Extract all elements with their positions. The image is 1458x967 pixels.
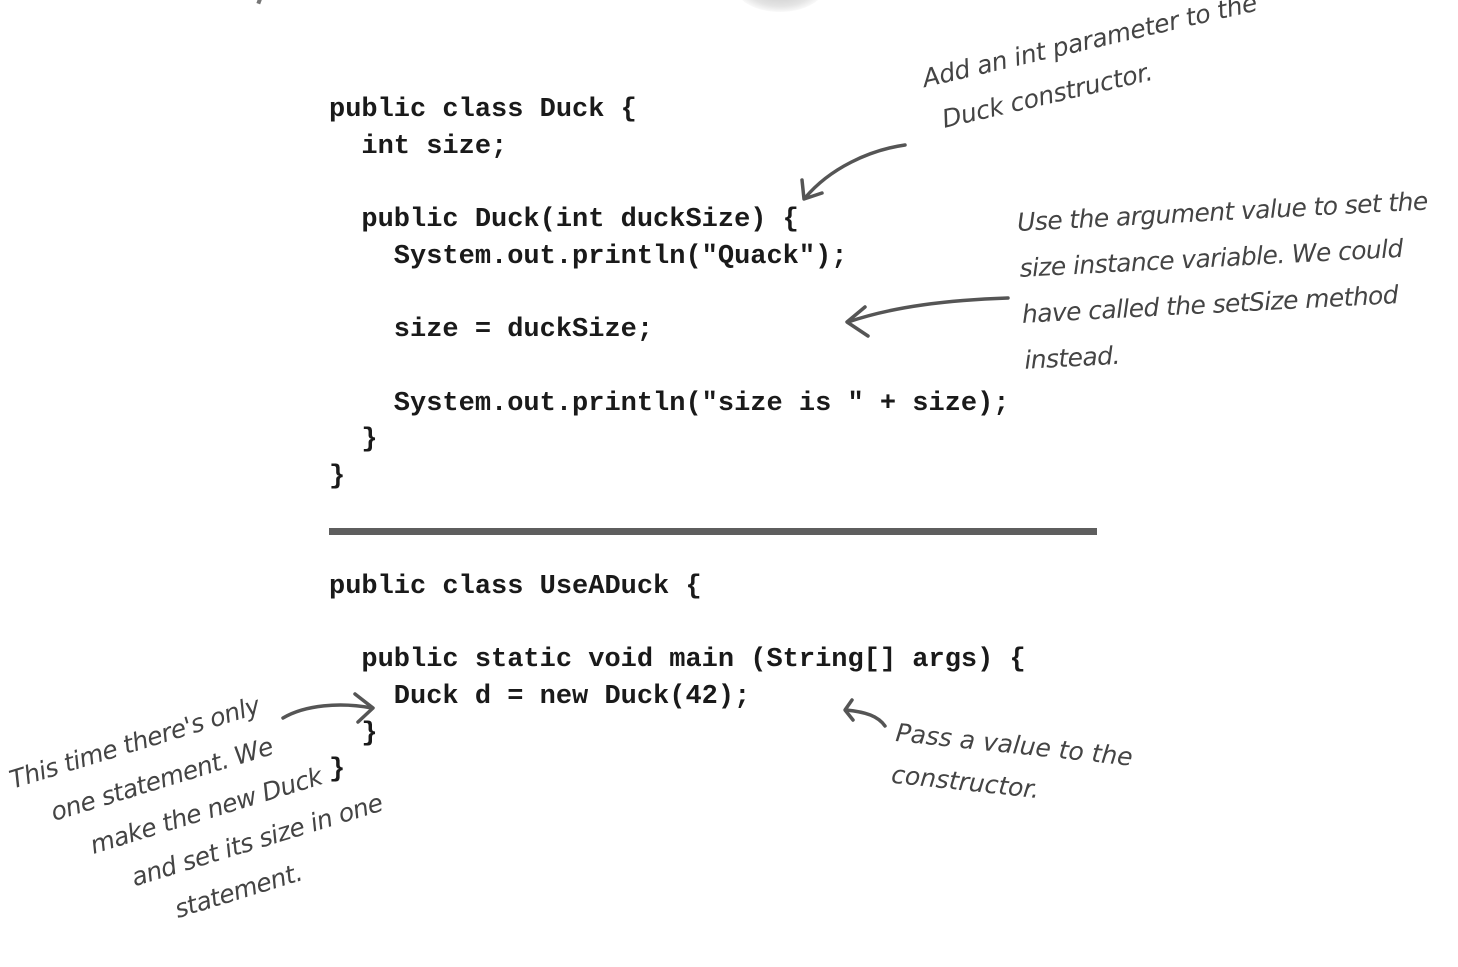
- code-line: }: [329, 718, 378, 749]
- statement-annotation: This time there's only one statement. We…: [4, 658, 401, 966]
- code-line: public class UseADuck {: [329, 572, 702, 602]
- code-line: public class Duck {: [329, 95, 637, 125]
- code-line: [329, 165, 1010, 202]
- param-annotation: Add an int parameter to the Duck constru…: [918, 0, 1271, 144]
- code-line: public Duck(int duckSize) {: [329, 205, 799, 236]
- size-annotation: Use the argument value to set the size i…: [1016, 178, 1436, 383]
- code-line: [329, 606, 1026, 643]
- code-line: public static void main (String[] args) …: [329, 645, 1026, 676]
- code-line: Duck d = new Duck(42);: [329, 682, 751, 713]
- code-line: System.out.println("Quack");: [329, 241, 848, 272]
- use-a-duck-class-code: public class UseADuck { public static vo…: [329, 569, 1026, 789]
- corner-mark: [256, 0, 264, 5]
- code-line: }: [329, 461, 346, 492]
- top-page-smudge: [735, 0, 825, 12]
- duck-class-code: public class Duck { int size; public Duc…: [329, 92, 1010, 496]
- code-line: [329, 275, 1010, 312]
- code-line: [329, 349, 1010, 386]
- code-line: System.out.println("size is " + size);: [329, 388, 1010, 419]
- code-line: }: [329, 425, 378, 456]
- section-divider: [329, 528, 1097, 535]
- pass-annotation: Pass a value to the constructor.: [889, 712, 1134, 820]
- code-line: }: [329, 755, 346, 786]
- code-line: int size;: [329, 131, 508, 162]
- code-line: size = duckSize;: [329, 315, 654, 346]
